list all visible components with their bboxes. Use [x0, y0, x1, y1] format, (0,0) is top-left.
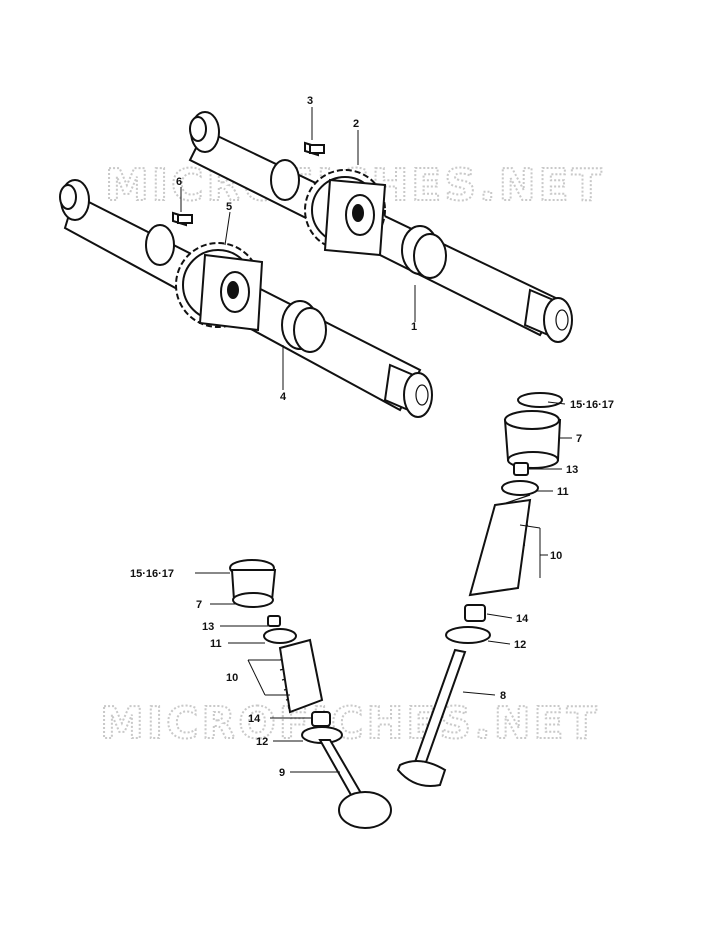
callout-6: 6 — [176, 176, 182, 188]
callout-15-16-17-right: 15·16·17 — [570, 399, 614, 411]
bolt-3 — [304, 141, 325, 157]
callout-7-left: 7 — [196, 599, 202, 611]
leader-lines — [180, 107, 572, 773]
callout-labels: 3 2 6 5 1 4 15·16·17 7 13 11 10 14 12 8 … — [130, 95, 614, 779]
seal-right — [464, 604, 486, 622]
cotter-left — [267, 615, 281, 627]
callout-8: 8 — [500, 690, 506, 702]
tappet-left — [230, 569, 277, 608]
spring-right — [468, 494, 532, 597]
callout-7-right: 7 — [576, 433, 582, 445]
callout-10-left: 10 — [226, 672, 238, 684]
callout-13-left: 13 — [202, 621, 214, 633]
callout-14-right: 14 — [516, 613, 529, 625]
shim-right — [517, 392, 563, 408]
callout-15-16-17-left: 15·16·17 — [130, 568, 174, 580]
valve-assembly-right — [396, 392, 563, 787]
valve-assembly-left — [229, 559, 392, 829]
sprocket-lower — [175, 242, 264, 332]
camshaft-lower — [59, 179, 433, 418]
bolt-6 — [172, 211, 193, 227]
valve-right — [396, 648, 467, 787]
cotter-right — [513, 462, 529, 476]
callout-11-left: 11 — [210, 638, 222, 650]
callout-12-right: 12 — [514, 639, 526, 651]
valve-left — [318, 739, 392, 829]
callout-5: 5 — [226, 201, 232, 213]
retainer-left — [263, 628, 297, 644]
callout-4: 4 — [280, 391, 287, 403]
callout-11-right: 11 — [557, 486, 569, 498]
camshaft-upper — [188, 111, 573, 343]
retainer-right — [501, 480, 539, 496]
callout-13-right: 13 — [566, 464, 578, 476]
callout-14-left: 14 — [248, 713, 261, 725]
watermark-bottom: MICROFICHES.NET — [100, 698, 600, 749]
callout-1: 1 — [411, 321, 417, 333]
spring-left — [278, 638, 324, 714]
callout-2: 2 — [353, 118, 359, 130]
spring-seat-right — [445, 626, 491, 644]
callout-3: 3 — [307, 95, 313, 107]
tappet-right — [503, 410, 562, 469]
callout-9: 9 — [279, 767, 285, 779]
callout-12-left: 12 — [256, 736, 268, 748]
callout-10-right: 10 — [550, 550, 562, 562]
seal-left — [311, 711, 331, 727]
sprocket-upper — [304, 169, 387, 257]
